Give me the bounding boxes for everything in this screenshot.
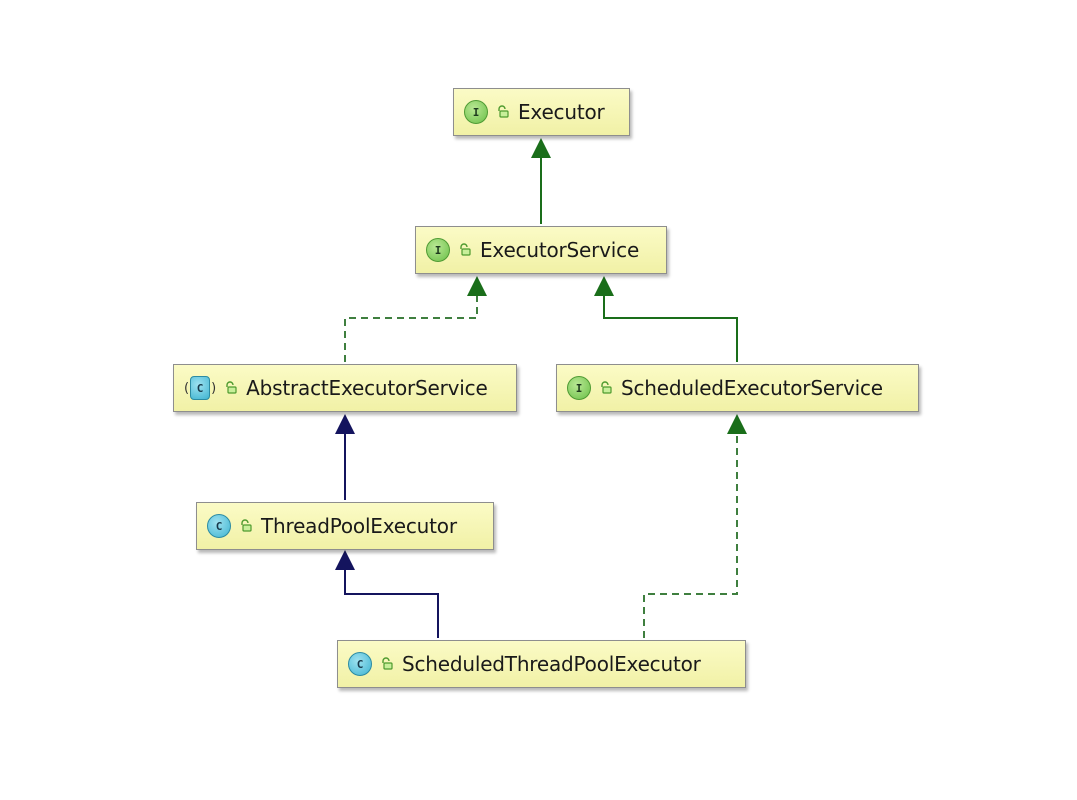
node-label: ExecutorService: [480, 238, 640, 262]
edge-executorservice-executor: [531, 138, 551, 224]
class-icon: C: [190, 376, 211, 400]
edge-threadpoolexecutor-abstractexecutorservice: [335, 414, 355, 500]
abstract-class-icon: (C): [184, 376, 216, 400]
unlocked-icon: [460, 243, 471, 256]
interface-icon: I: [567, 376, 591, 400]
node-thread-pool-executor[interactable]: C ThreadPoolExecutor: [196, 502, 494, 550]
edge-scheduledexecutorservice-executorservice: [594, 276, 738, 362]
interface-icon: I: [426, 238, 450, 262]
unlocked-icon: [498, 105, 509, 118]
arrowhead: [335, 550, 355, 570]
arrowhead: [335, 414, 355, 434]
edge-scheduledthreadpoolexecutor-threadpoolexecutor: [335, 550, 439, 638]
node-label: AbstractExecutorService: [246, 376, 488, 400]
node-label: ScheduledExecutorService: [621, 376, 883, 400]
arrowhead: [594, 276, 614, 296]
unlocked-icon: [226, 381, 237, 394]
node-executor[interactable]: I Executor: [453, 88, 630, 136]
unlocked-icon: [601, 381, 612, 394]
node-label: Executor: [518, 100, 605, 124]
arrowhead: [467, 276, 487, 296]
edge-abstractexecutorservice-executorservice: [344, 276, 487, 362]
node-executor-service[interactable]: I ExecutorService: [415, 226, 667, 274]
arrowhead: [727, 414, 747, 434]
node-abstract-executor-service[interactable]: (C) AbstractExecutorService: [173, 364, 517, 412]
node-label: ScheduledThreadPoolExecutor: [402, 652, 701, 676]
edge-scheduledthreadpoolexecutor-scheduledexecutorservice: [643, 414, 747, 638]
class-icon: C: [348, 652, 372, 676]
node-scheduled-thread-pool-executor[interactable]: C ScheduledThreadPoolExecutor: [337, 640, 746, 688]
unlocked-icon: [241, 519, 252, 532]
unlocked-icon: [382, 657, 393, 670]
arrowhead: [531, 138, 551, 158]
interface-icon: I: [464, 100, 488, 124]
node-label: ThreadPoolExecutor: [261, 514, 457, 538]
node-scheduled-executor-service[interactable]: I ScheduledExecutorService: [556, 364, 919, 412]
class-icon: C: [207, 514, 231, 538]
